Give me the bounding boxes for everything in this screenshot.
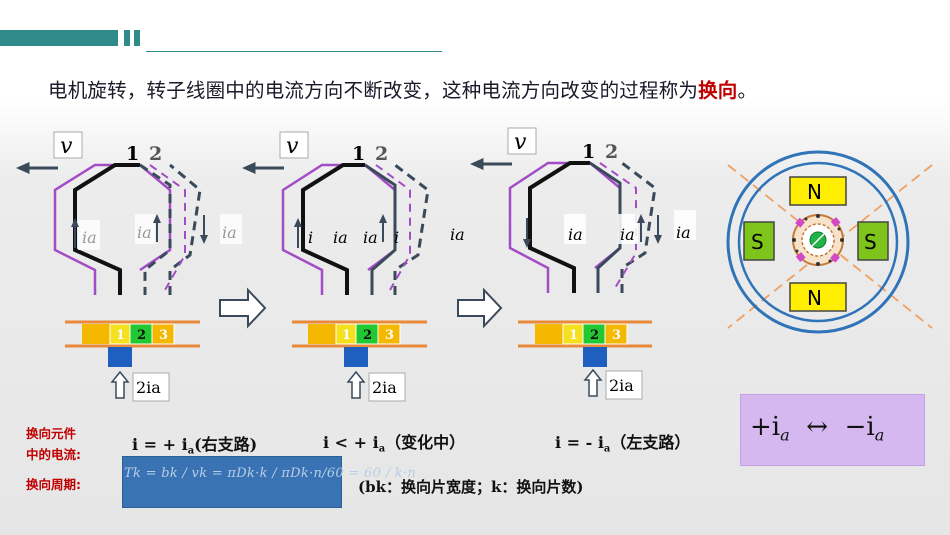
title-tail: 。 [737,79,758,102]
pole-north-top [789,176,847,206]
motor-cross-section: N N S S [726,150,933,334]
eq-suffix: （左支路） [610,433,691,452]
velocity-label: v [286,134,299,159]
equation-changing: i < + ia（变化中） [323,433,466,455]
eq-suffix: （变化中） [385,433,466,452]
header-accent-stripe [134,30,140,46]
pole-south-left [743,221,775,261]
commutator-segment-1: 1 [116,328,125,343]
stage-arrow [457,287,503,329]
current-label: ia [620,225,635,244]
swap-left: +i [750,412,781,442]
pole-label: N [807,286,822,310]
coil-2-label: 2 [149,143,162,165]
eq-prefix: i = + i [132,435,188,454]
velocity-box [53,131,83,159]
velocity-label: v [60,134,73,159]
current-label: ia [568,225,583,244]
stage-1: v 1 2 ia ia ia 1 2 3 2ia [15,131,242,402]
stage-3: v 1 2 ia ia ia 1 2 3 2ia [470,127,696,400]
commutator-segment-2: 2 [590,328,599,343]
pole-north-bottom [789,282,847,312]
pole-south-right [857,221,889,261]
coil-1-label: 1 [126,143,139,165]
current-reversal-box [740,394,925,466]
velocity-label: v [514,130,527,155]
swap-arrow-icon: ↔ [806,412,829,442]
current-label: i [308,228,313,247]
coil-1-label: 1 [582,141,595,163]
pole-label: S [864,230,877,254]
stage-arrow [219,287,267,329]
coil-1-label: 1 [352,143,365,165]
eq-suffix: (右支路) [194,435,258,454]
stage-2: v 1 2 i ia ia i ia 1 2 3 2ia [242,131,465,402]
formula-text: Tk = bk / vk = πDk·k / πDk·n/60 = 60 / k… [124,466,417,481]
coil-2-label: 2 [375,143,388,165]
commutator-segment-1: 1 [569,328,578,343]
input-current-label: 2ia [609,376,634,395]
current-label: ia [82,228,97,247]
commutator-segment-2: 2 [363,328,372,343]
header-underline [146,51,442,52]
commutator-segment-2: 2 [137,328,146,343]
input-current-label: 2ia [136,378,161,397]
coil-2-label: 2 [605,141,618,163]
eq-prefix: i = - i [555,433,604,452]
header-accent-stripe [124,30,130,46]
caption-current-line2: 中的电流: [26,447,81,462]
commutator-segment-3: 3 [612,328,621,343]
current-label: ia [450,225,465,244]
current-label: i [394,228,399,247]
caption-period: 换向周期: [26,477,81,492]
current-reversal-text: +ia ↔ −ia [750,412,885,445]
title-text: 电机旋转，转子线圈中的电流方向不断改变，这种电流方向改变的过程称为 [48,79,699,102]
current-label: ia [137,223,152,242]
brush [108,347,132,367]
commutator-segment-3: 3 [385,328,394,343]
formula-image [122,456,342,508]
formula-note: (bk：换向片宽度；k：换向片数) [358,478,584,496]
current-label: ia [222,223,237,242]
commutation-diagram: v 1 2 ia ia ia 1 2 3 2ia v [15,127,933,402]
title-highlight: 换向 [698,79,738,102]
header-accent-bar [0,30,118,46]
caption-current-line1: 换向元件 [26,426,77,441]
page-title: 电机旋转，转子线圈中的电流方向不断改变，这种电流方向改变的过程称为换向。 [48,74,757,103]
commutator-segment-1: 1 [342,328,351,343]
commutator-segment-3: 3 [159,328,168,343]
current-label: ia [676,223,691,242]
pole-label: N [807,180,822,204]
swap-right: −i [844,412,875,442]
input-current-label: 2ia [372,378,397,397]
current-label: ia [363,228,378,247]
equation-left-branch: i = - ia（左支路） [555,433,691,455]
eq-prefix: i < + i [323,433,379,452]
equation-right-branch: i = + ia(右支路) [132,435,258,457]
pole-label: S [751,230,764,254]
current-label: ia [333,228,348,247]
